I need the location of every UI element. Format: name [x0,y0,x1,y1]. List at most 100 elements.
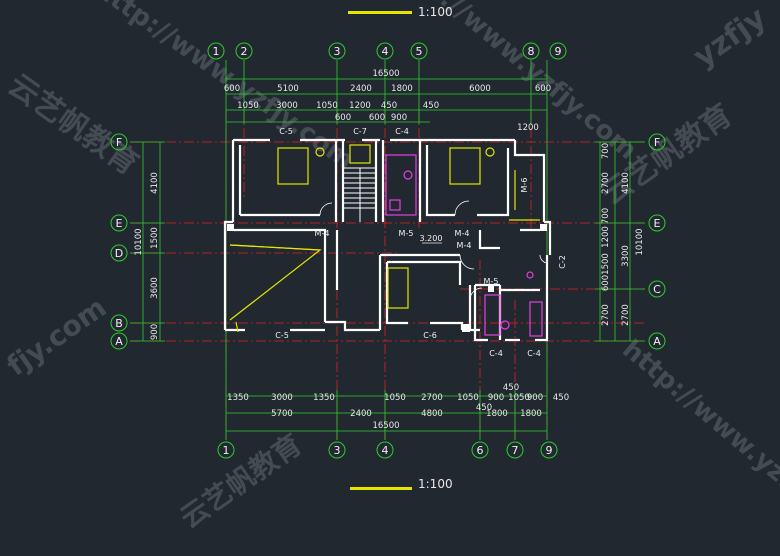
dim-bot-r2-0: 5700 [271,409,293,419]
dim-bot-r2-4: 1800 [486,409,508,419]
axis-bottom-7: 7 [512,444,519,457]
axis-left-B: B [115,317,123,330]
dim-right-b3: 1200 [601,226,611,248]
dim-right-a1: 3300 [621,245,631,267]
axis-right-C: C [653,283,661,296]
label-m4-b: M-4 [455,229,470,238]
axis-left-F: F [116,136,122,149]
dim-right-a2: 2700 [621,304,631,326]
dim-top-r2-2: 2400 [350,84,372,94]
dim-top-r4-0: 600 [335,113,351,123]
axis-bottom-1: 1 [223,444,230,457]
scale-bar-bottom [350,487,412,490]
dim-bot-r1-4: 2700 [421,393,443,403]
dim-bot-r2-5: 1800 [520,409,542,419]
axis-bottom-6: 6 [477,444,484,457]
scale-bar-top [348,11,412,14]
dim-right-b6: 2700 [601,304,611,326]
label-c5-bottom: C-5 [275,331,289,340]
dim-top-small: 1200 [517,123,539,133]
dim-top-r4-2: 900 [391,113,407,123]
label-c2: C-2 [558,255,567,269]
dim-bot-mid: 450 [503,383,519,393]
dim-top-r3-0: 1050 [237,101,259,111]
dim-right-b4: 1500 [601,253,611,275]
label-c4-b1: C-4 [489,349,503,358]
axis-bottom-4: 4 [382,444,389,457]
axis-bottom-9: 9 [546,444,553,457]
columns [227,224,547,332]
dim-top-r3-2: 1050 [316,101,338,111]
dim-top-r3-1: 3000 [276,101,298,111]
label-m4-c: M-4 [457,241,472,250]
axis-top-2: 2 [241,45,248,58]
label-c7: C-7 [353,127,367,136]
dim-bot-total: 16500 [372,421,399,431]
sanitary-fixtures [385,154,543,337]
dim-bot-r1-1: 3000 [271,393,293,403]
label-m5-b: M-5 [484,277,499,286]
label-c4-b2: C-4 [527,349,541,358]
dim-left-2: 3600 [150,277,160,299]
dimension-lines [130,60,645,440]
axis-bubbles [110,42,666,459]
axis-top-1: 1 [213,45,220,58]
dim-top-r3-5: 450 [423,101,439,111]
stair [344,167,375,222]
dim-left-1: 1500 [150,227,160,249]
dim-bot-r1-9: 450 [553,393,569,403]
label-c4-top: C-4 [395,127,409,136]
dim-bot-r1-7: 1050 [508,393,530,403]
dim-bot-r1-3: 1050 [384,393,406,403]
label-m6: M-6 [520,178,529,193]
axis-left-A: A [115,335,123,348]
dim-top-r2-5: 600 [535,84,551,94]
label-elevation: 3.200 [420,234,443,243]
axis-top-8: 8 [528,45,535,58]
dim-right-b2: 700 [601,208,611,224]
walls [223,138,552,342]
dim-bot-r2-2: 4800 [421,409,443,419]
dim-left-3: 900 [150,324,160,340]
dim-bot-r1-2: 1350 [313,393,335,403]
axis-top-9: 9 [555,45,562,58]
axis-right-E: E [654,217,661,230]
dim-right-b5: 600 [601,275,611,291]
dim-bot-r2-1: 2400 [350,409,372,419]
scale-label-bottom: 1:100 [418,477,453,491]
label-c6: C-6 [423,331,437,340]
axis-right-A: A [653,335,661,348]
dim-top-r2-3: 1800 [391,84,413,94]
dim-top-r3-4: 450 [381,101,397,111]
axis-top-3: 3 [334,45,341,58]
axis-top-5: 5 [416,45,423,58]
dim-top-r2-1: 5100 [277,84,299,94]
axis-left-E: E [116,217,123,230]
dim-right-b1: 2700 [601,172,611,194]
axis-top-4: 4 [382,45,389,58]
axis-right-F: F [654,136,660,149]
dim-bot-r1-8: 900 [527,393,543,403]
axis-left-D: D [115,247,123,260]
dim-top-r2-0: 600 [224,84,240,94]
label-m4-a: M-4 [315,229,330,238]
dim-top-r2-4: 6000 [469,84,491,94]
dim-top-total: 16500 [372,69,399,79]
dim-right-total: 10100 [635,228,645,255]
dim-right-b0: 700 [601,143,611,159]
dim-left-total: 10100 [134,228,144,255]
floor-plan: 1:100 1:100 [110,5,666,491]
scale-label-top: 1:100 [418,5,453,19]
axis-bottom-3: 3 [334,444,341,457]
dim-bot-r2-3: 450 [476,403,492,413]
dim-top-r4-1: 600 [369,113,385,123]
dim-left-0: 4100 [150,172,160,194]
dim-right-a0: 4100 [621,172,631,194]
dim-bot-r1-0: 1350 [227,393,249,403]
label-m5-a: M-5 [399,229,414,238]
dim-bot-r1-6: 900 [488,393,504,403]
label-c5-top: C-5 [279,127,293,136]
door-swings [319,200,549,301]
dim-top-r3-3: 1200 [349,101,371,111]
dim-bot-r1-5: 1050 [457,393,479,403]
